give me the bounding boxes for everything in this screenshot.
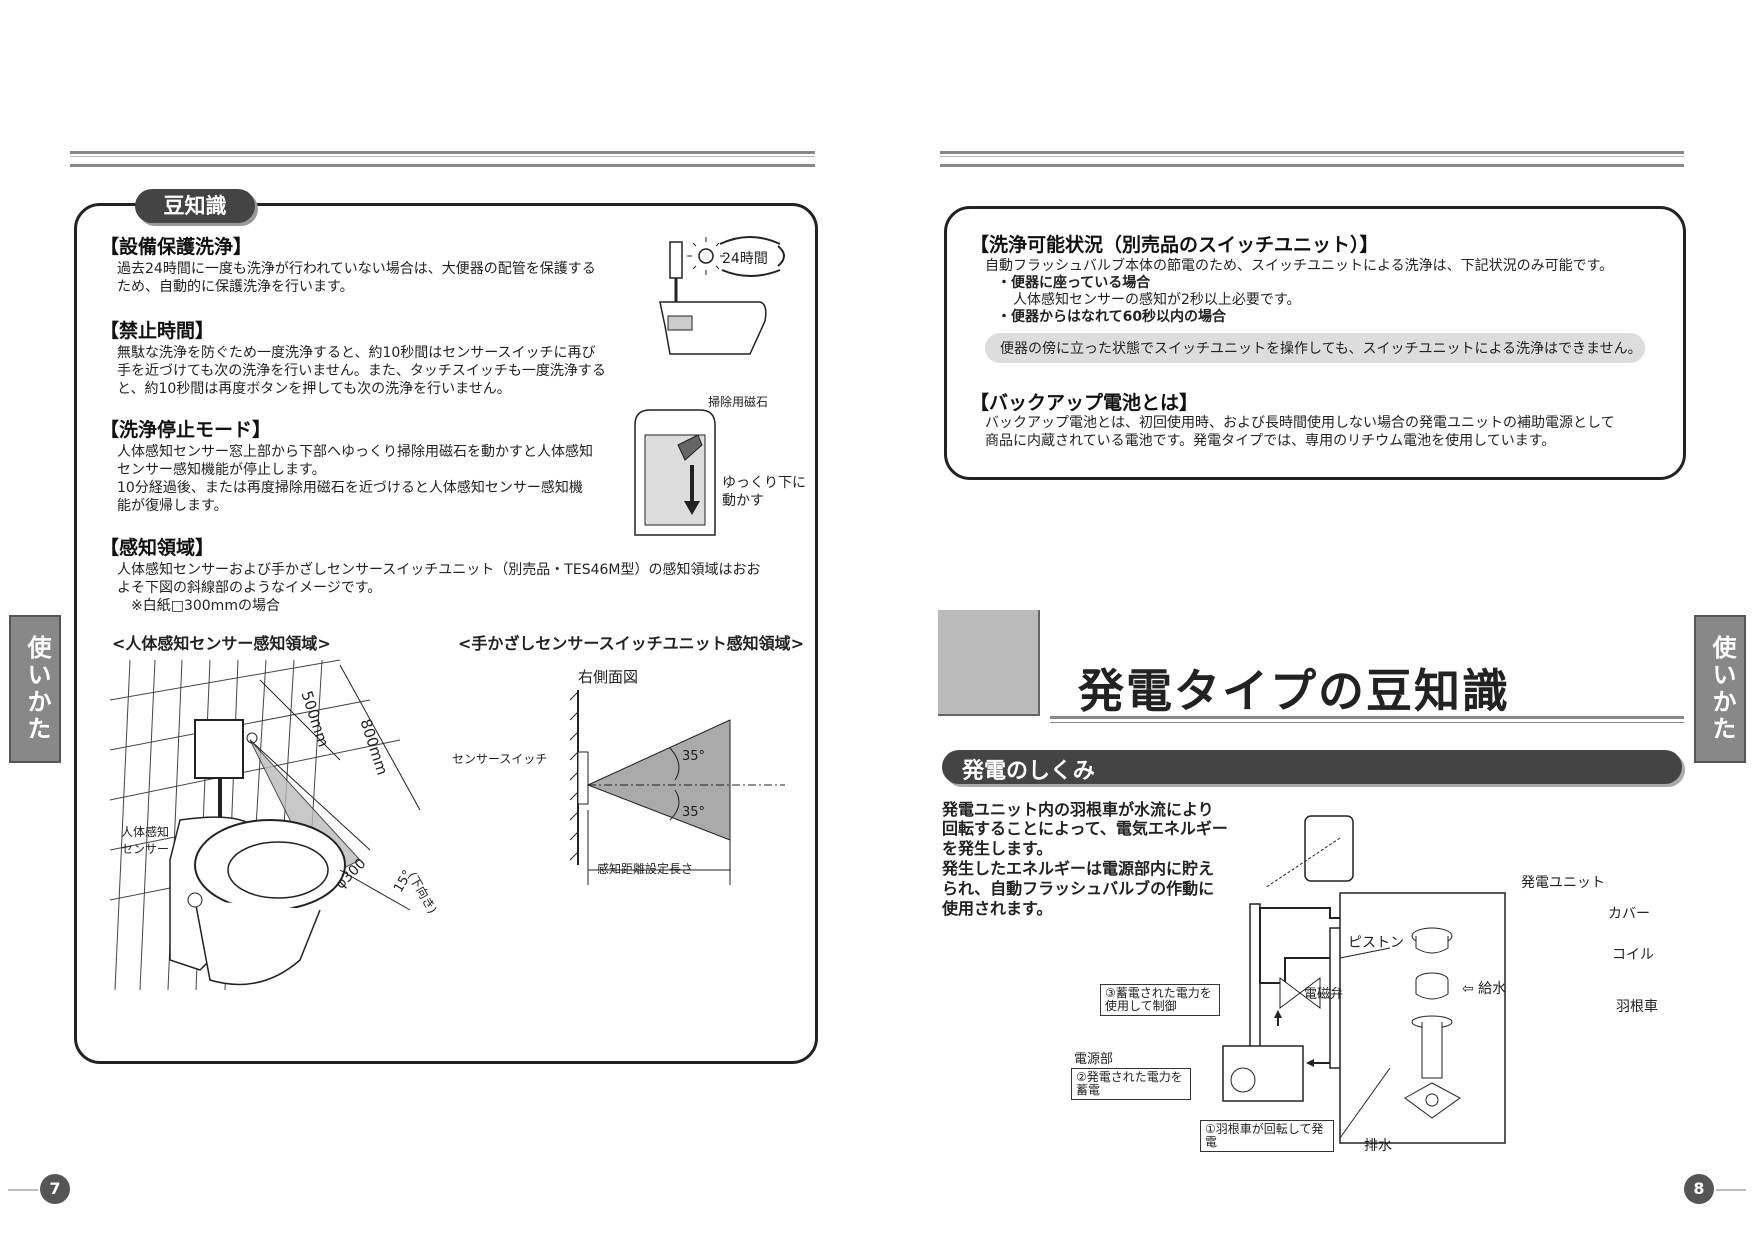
battery-text: バックアップ電池とは、初回使用時、および長時間使用しない場合の発電ユニットの補助… [985,415,1615,431]
mamechishiki-badge: 豆知識 [135,189,255,223]
section-text: 能が復帰します。 [117,498,228,514]
section-text: ため、自動的に保護洗浄を行います。 [117,279,354,295]
section-text: 人体感知センサーおよび手かざしセンサースイッチユニット（別売品・TES46M型）… [117,562,761,578]
section-bar-title: 発電のしくみ [962,759,1095,784]
label-24h: 24時間 [722,251,768,267]
label-generator-unit: 発電ユニット [1521,875,1605,891]
top-rule-right [940,151,1684,167]
label-angle-top: 35° [682,749,706,764]
battery-title: 【バックアップ電池とは】 [970,392,1199,414]
bullet-seated: ・便器に座っている場合 [997,275,1151,291]
section-text: と、約10秒間は再度ボタンを押しても次の洗浄を行いません。 [117,381,511,397]
section-title-protection: 【設備保護洗浄】 [100,236,253,258]
page-line [1716,1189,1746,1191]
chapter-rule-thin [1050,722,1684,723]
side-tab-usage-right[interactable]: 使いかた [1694,615,1746,763]
label-angle-bottom: 35° [682,805,706,820]
page-line [8,1189,38,1191]
label-slow-2: 動かす [722,493,764,509]
label-coil: コイル [1612,947,1654,963]
label-magnet: 掃除用磁石 [708,395,769,409]
hand-sensor-detection-diagram [569,690,785,885]
label-body-sensor-2: センサー [121,842,170,856]
top-rule-left [70,151,815,167]
label-impeller: 羽根車 [1616,999,1658,1015]
note-box [985,333,1645,363]
section-text: 人体感知センサー窓上部から下部へゆっくり掃除用磁石を動かすと人体感知 [117,444,593,460]
page-number-right: 8 [1684,1174,1714,1204]
section-text: ※白紙□300mmの場合 [117,598,280,614]
label-water-supply: ⇦ 給水 [1462,981,1507,997]
desc-line: られ、自動フラッシュバルブの作動に [942,879,1215,898]
section-title-detection: 【感知領域】 [100,537,215,559]
chapter-block [938,610,1038,714]
switch-unit-text: 自動フラッシュバルブ本体の節電のため、スイッチユニットによる洗浄は、下記状況のみ… [985,258,1614,274]
desc-line: 使用されます。 [942,899,1053,918]
label-sensor-switch: センサースイッチ [452,752,548,766]
page-number-left: 7 [40,1174,70,1204]
diagram-title-body-sensor: <人体感知センサー感知領域> [112,634,331,653]
label-cover: カバー [1608,906,1650,922]
section-text: 10分経過後、または再度掃除用磁石を近づけると人体感知センサー感知機 [117,480,583,496]
side-tab-usage-left[interactable]: 使いかた [9,615,61,763]
label-solenoid: 電磁弁 [1304,987,1344,1002]
label-right-view: 右側面図 [578,668,639,686]
switch-unit-title: 【洗浄可能状況（別売品のスイッチユニット）】 [970,234,1379,256]
label-piston: ピストン [1348,935,1404,951]
desc-line: 発電ユニット内の羽根車が水流により [942,800,1214,819]
bullet-seated-detail: 人体感知センサーの感知が2秒以上必要です。 [1013,292,1301,308]
label-slow-1: ゆっくり下に [722,475,806,491]
section-bar [942,750,1682,784]
magnet-illustration [634,409,716,536]
desc-line: 発生したエネルギーは電源部内に貯え [942,859,1215,878]
label-drain: 排水 [1364,1138,1392,1154]
desc-line: 回転することによって、電気エネルギー [942,819,1228,838]
section-title-prohibit: 【禁止時間】 [100,320,215,342]
section-text: よそ下図の斜線部のようなイメージです。 [117,580,382,596]
label-body-sensor-1: 人体感知 [121,825,170,839]
step-1-box: ①羽根車が回転して発電 [1200,1120,1334,1152]
step-2-box: ②発電された電力を蓄電 [1071,1068,1191,1100]
section-text: 過去24時間に一度も洗浄が行われていない場合は、大便器の配管を保護する [117,261,596,277]
section-text: 手を近づけても次の洗浄を行いません。また、タッチスイッチも一度洗浄する [117,363,606,379]
battery-text: 商品に内蔵されている電池です。発電タイプでは、専用のリチウム電池を使用しています… [985,433,1556,449]
note-text: 便器の傍に立った状態でスイッチユニットを操作しても、スイッチユニットによる洗浄は… [1000,341,1642,357]
section-text: 無駄な洗浄を防ぐため一度洗浄すると、約10秒間はセンサースイッチに再び [117,345,596,361]
chapter-rule [1050,716,1684,719]
power-generation-diagram [1222,815,1506,1144]
section-text: センサー感知機能が停止します。 [117,462,326,478]
toilet-24h-illustration [659,236,785,355]
body-sensor-detection-diagram [109,659,421,991]
step-3-box: ③蓄電された電力を使用して制御 [1100,984,1220,1016]
label-power-section: 電源部 [1074,1052,1114,1067]
label-detection-distance: 感知距離設定長さ [597,862,694,876]
section-title-stop-mode: 【洗浄停止モード】 [100,419,272,441]
bullet-left-60s: ・便器からはなれて60秒以内の場合 [997,309,1227,325]
chapter-title: 発電タイプの豆知識 [1078,664,1510,718]
diagram-title-hand-sensor: <手かざしセンサースイッチユニット感知領域> [458,634,805,653]
desc-line: を発生します。 [942,839,1053,858]
